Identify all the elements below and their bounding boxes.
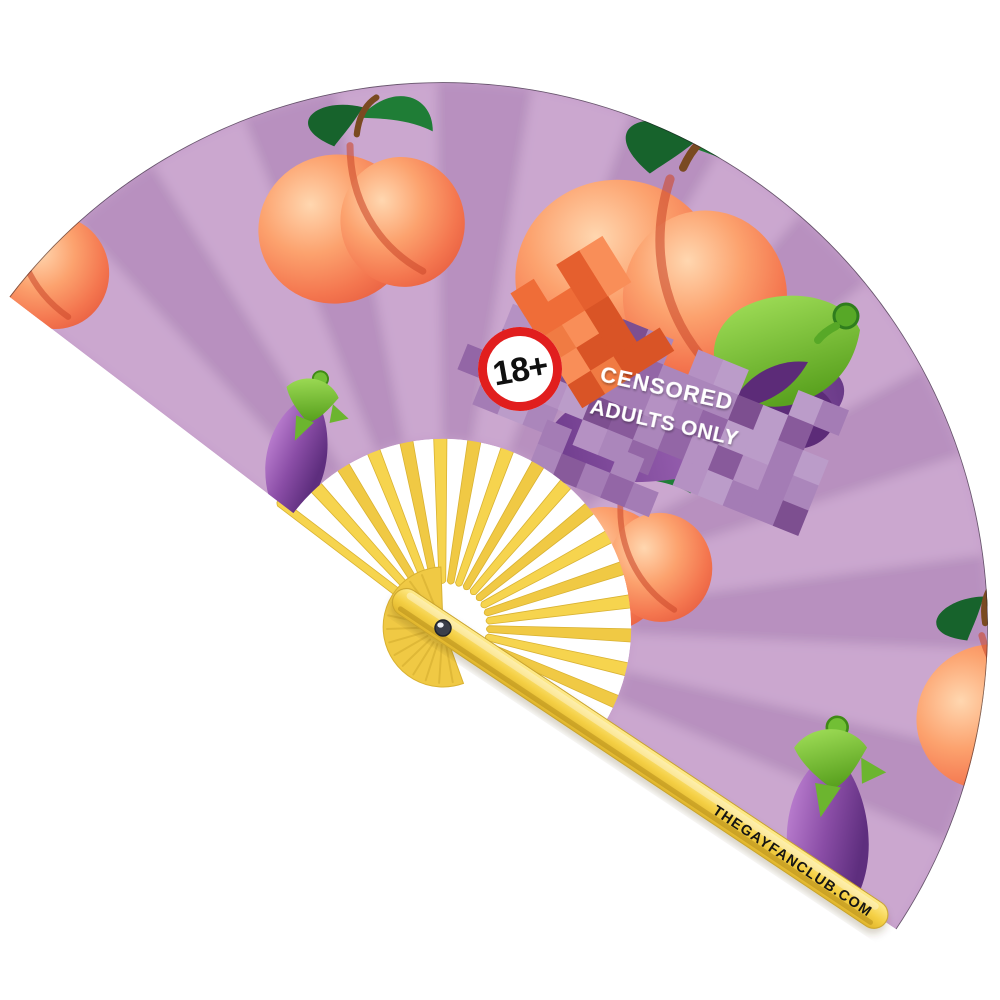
mosaic-cell bbox=[747, 490, 784, 526]
mosaic-cell bbox=[600, 472, 635, 508]
mosaic-cell bbox=[688, 349, 724, 386]
mosaic-cell bbox=[570, 273, 609, 311]
mosaic-cell bbox=[732, 454, 769, 491]
pleat-wedge bbox=[629, 553, 988, 652]
scallop-ridge bbox=[438, 644, 443, 684]
mosaic-cell bbox=[576, 333, 615, 372]
scallop-ridge bbox=[424, 643, 439, 682]
mosaic-cell bbox=[632, 414, 669, 451]
mosaic-cell bbox=[551, 453, 587, 488]
mosaic-cell bbox=[677, 374, 714, 411]
mosaic-cell bbox=[753, 404, 789, 441]
mosaic-cell bbox=[672, 459, 709, 496]
mosaic-cell bbox=[692, 409, 729, 446]
pleat-wedge bbox=[435, 82, 534, 442]
mosaic-cell bbox=[772, 500, 809, 537]
mosaic-cell bbox=[599, 318, 638, 357]
mosaic-cell bbox=[572, 419, 609, 456]
mosaic-cell bbox=[813, 400, 849, 436]
mosaic-cell bbox=[576, 463, 611, 498]
mosaic-cell bbox=[636, 327, 675, 366]
mosaic-cell bbox=[609, 448, 645, 484]
mosaic-cell bbox=[642, 389, 679, 426]
mosaic-cell bbox=[742, 429, 779, 466]
scallop-ridge bbox=[388, 631, 427, 644]
age-badge-text: 18+ bbox=[490, 347, 551, 394]
pivot-rivet bbox=[434, 619, 452, 637]
mosaic-cell bbox=[717, 419, 754, 456]
pleat-wedge bbox=[626, 635, 988, 750]
mosaic-cell bbox=[757, 465, 794, 501]
mosaic-cell bbox=[547, 287, 586, 326]
mosaic-cell bbox=[553, 347, 592, 386]
scallop-ridge bbox=[412, 641, 435, 676]
fabric-edge-line bbox=[9, 82, 988, 930]
mosaic-cell bbox=[682, 434, 719, 471]
mosaic-cell bbox=[782, 475, 819, 512]
mosaic-cell bbox=[792, 450, 829, 486]
mosaic-cell bbox=[702, 384, 739, 421]
mosaic-cell bbox=[727, 394, 764, 431]
censor-band bbox=[510, 235, 675, 409]
mosaic-cell bbox=[567, 370, 606, 409]
mosaic-cell bbox=[590, 356, 629, 394]
mosaic-cell bbox=[617, 379, 654, 416]
mosaic-cell bbox=[561, 310, 600, 349]
mosaic-cell bbox=[707, 444, 744, 481]
mosaic-cell bbox=[713, 359, 749, 396]
pleat-wedge bbox=[76, 164, 344, 488]
age-badge-ring bbox=[478, 327, 562, 411]
fan-fabric: 18+ CENSORED ADULTS ONLY bbox=[9, 82, 988, 930]
mosaic-cell bbox=[667, 399, 704, 436]
mosaic-cell bbox=[788, 389, 824, 426]
pleat-wedge bbox=[615, 669, 975, 843]
fan-ribs bbox=[276, 435, 635, 708]
mosaic-cell bbox=[697, 469, 734, 506]
mosaic-cell bbox=[652, 364, 689, 401]
mosaic-cell bbox=[537, 419, 573, 455]
scallop-ridge bbox=[393, 635, 429, 656]
scallop-ridge bbox=[401, 638, 432, 667]
mosaic-cell bbox=[579, 235, 618, 274]
mosaic-cell bbox=[556, 250, 595, 289]
mosaic-cell bbox=[657, 424, 694, 461]
mosaic-cell bbox=[778, 415, 814, 451]
scallop-ridge bbox=[445, 643, 454, 684]
mosaic-cell bbox=[613, 341, 652, 380]
mosaic-cell bbox=[584, 295, 623, 334]
mosaic-cell bbox=[624, 482, 659, 518]
mosaic-cell bbox=[510, 278, 549, 317]
mosaic-cell bbox=[722, 480, 759, 516]
age-badge: 18+ bbox=[478, 327, 562, 411]
mosaic-cell bbox=[607, 404, 644, 441]
mosaic-cell bbox=[767, 440, 804, 476]
guard-stave: THEGAYFANCLUB.COM bbox=[391, 588, 889, 929]
mosaic-cell bbox=[582, 394, 619, 431]
mosaic-cell bbox=[593, 258, 632, 297]
